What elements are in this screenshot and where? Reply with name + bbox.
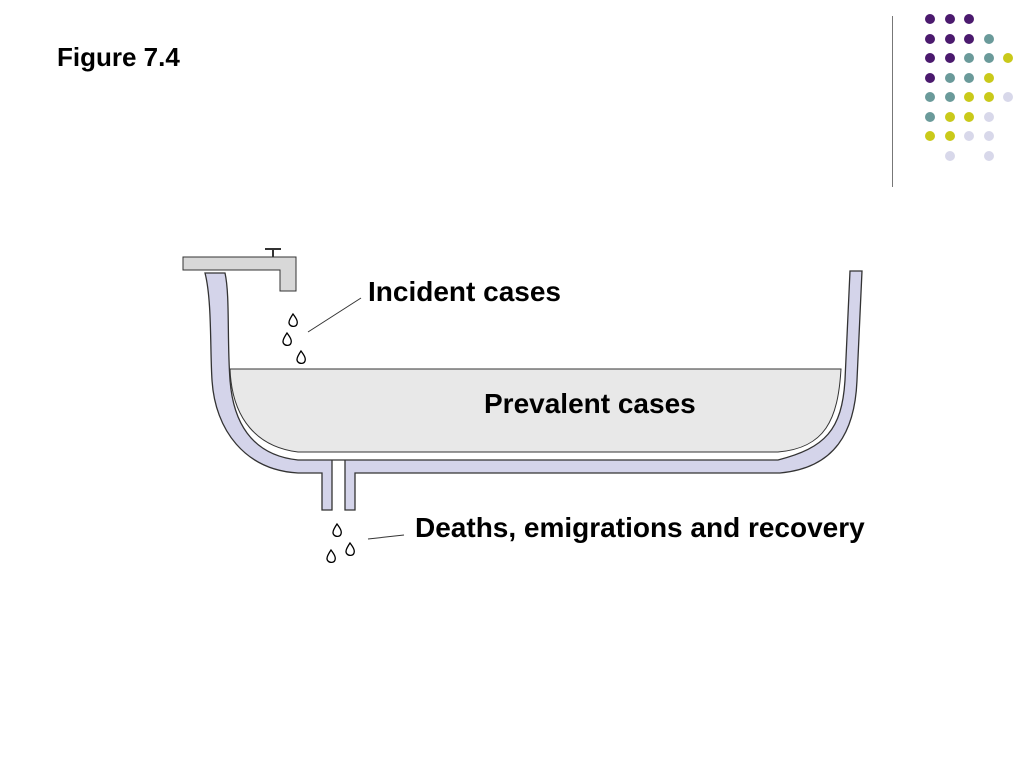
incident-cases-label: Incident cases [368,276,561,307]
decorative-dot [925,92,935,102]
faucet [182,256,297,292]
water-drop-icon [332,522,342,538]
water-drop-icon [296,349,306,365]
decorative-dot [925,33,935,44]
decorative-dot [964,72,974,83]
page-title: Figure 7.4 [57,42,180,72]
decorative-dot [983,33,994,44]
incoming-drops [282,312,306,365]
decorative-dot [925,111,935,122]
water-fill [229,368,842,453]
outflow-label: Deaths, emigrations and recovery [415,512,865,543]
decorative-dot [983,111,994,122]
decorative-dot [983,72,994,83]
water-drop-icon [282,331,292,347]
decorative-dot [944,33,955,44]
decorative-dot [964,92,974,102]
decorative-dot [925,131,935,141]
outflow-leader-line [367,534,405,540]
faucet-handle [272,250,274,258]
outgoing-drops [326,522,355,564]
decorative-dot [1003,53,1013,63]
decorative-dot [925,72,935,83]
decorative-dot [925,53,935,63]
decorative-dot [944,72,955,83]
decorative-dot [944,150,955,161]
decorative-dot [964,33,974,44]
decorative-dot [944,14,955,24]
decorative-dot [983,150,994,161]
decorative-dot [944,111,955,122]
prevalent-cases-label: Prevalent cases [484,388,696,419]
decorative-dot-pattern [925,14,1013,164]
decorative-dot [964,14,974,24]
water-drop-icon [345,541,355,557]
faucet-handle-top [265,248,281,250]
incident-leader-line [307,297,362,333]
decorative-dot [944,131,955,141]
decorative-dot [925,14,935,24]
water-drop-icon [288,312,298,328]
decorative-dot [964,53,974,63]
decorative-dot [944,92,955,102]
bathtub-wall [204,270,863,511]
decorative-dot [983,92,994,102]
decorative-dot [944,53,955,63]
decorative-divider [892,16,893,187]
decorative-dot [964,131,974,141]
decorative-dot [983,53,994,63]
decorative-dot [964,111,974,122]
decorative-dot [1003,92,1013,102]
water-drop-icon [326,548,336,564]
decorative-dot [983,131,994,141]
